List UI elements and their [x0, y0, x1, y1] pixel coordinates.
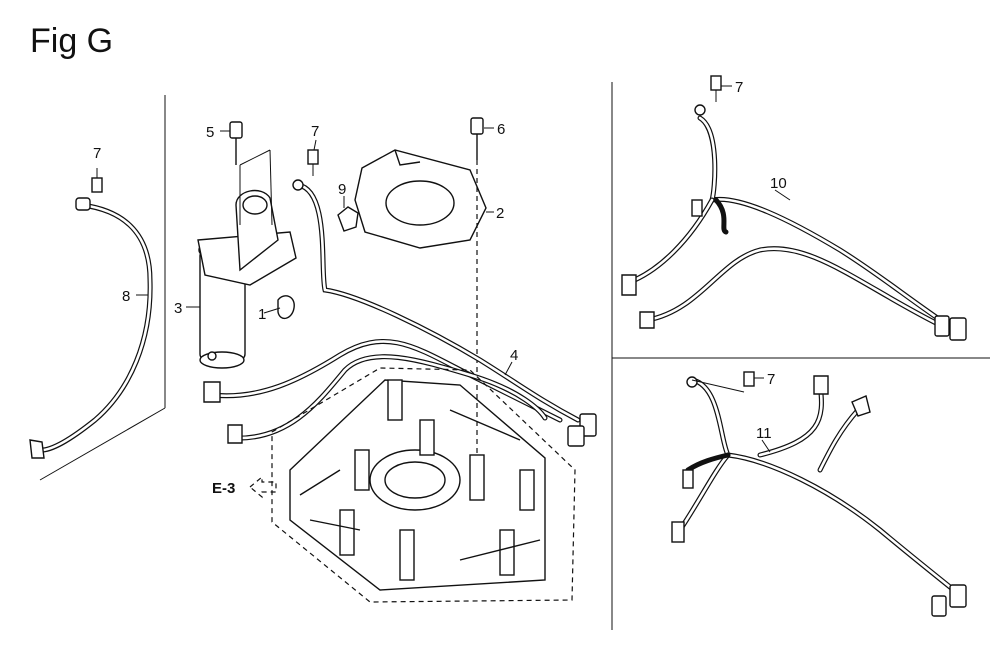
- figure-title: Fig G: [30, 22, 114, 60]
- part-6-bolt[interactable]: [470, 117, 484, 468]
- callout-11: 11: [756, 425, 772, 442]
- engine-block-outline: [271, 367, 576, 603]
- callout-8: 8: [122, 288, 130, 305]
- part-2-bracket-plate[interactable]: [354, 149, 487, 249]
- callout-7-lower-right: 7: [767, 371, 775, 388]
- panel-dividers: [39, 82, 990, 630]
- callout-7-top: 7: [311, 123, 319, 140]
- part-3-starter-motor[interactable]: [197, 121, 297, 369]
- callout-9: 9: [338, 181, 346, 198]
- callout-1: 1: [258, 306, 266, 323]
- leader-lines: [136, 85, 791, 453]
- part-1-clip[interactable]: [277, 295, 295, 319]
- part-11-sub-harness[interactable]: [671, 371, 967, 617]
- callout-6: 6: [497, 121, 505, 138]
- callout-3: 3: [174, 300, 182, 317]
- callout-7-upper-right: 7: [735, 79, 743, 96]
- callout-10: 10: [770, 175, 787, 192]
- callout-5: 5: [206, 124, 214, 141]
- callout-2: 2: [496, 205, 504, 222]
- part-4-wire-harness[interactable]: [203, 179, 597, 447]
- callout-4: 4: [510, 347, 518, 364]
- callout-7-left: 7: [93, 145, 101, 162]
- callout-labels: 1 2 3 4 5 6 7 7 7 7 8 9 10 11 E-3: [93, 79, 787, 497]
- part-10-sub-harness[interactable]: [621, 75, 967, 341]
- reference-e3-label: E-3: [212, 480, 235, 497]
- reference-arrow[interactable]: [249, 475, 277, 499]
- part-7-screw[interactable]: [307, 149, 319, 176]
- part-8-cable[interactable]: [29, 168, 153, 459]
- part-9-clamp[interactable]: [337, 206, 359, 232]
